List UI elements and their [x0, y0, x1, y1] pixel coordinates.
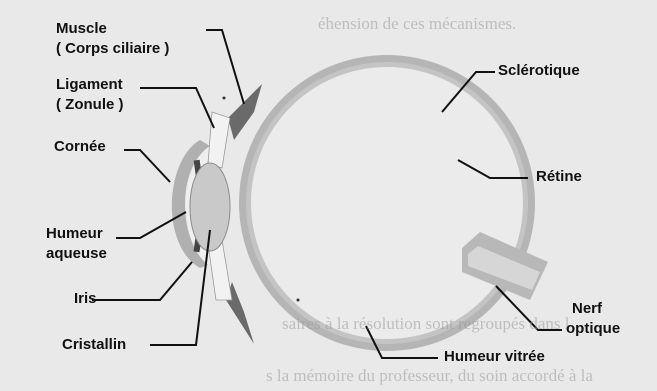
- label-humeur-aqueuse-2: aqueuse: [46, 245, 107, 263]
- label-ligament-sub: ( Zonule ): [56, 96, 124, 114]
- label-iris: Iris: [74, 290, 97, 308]
- label-muscle: Muscle: [56, 20, 107, 38]
- leader-iris: [92, 262, 192, 300]
- label-muscle-sub: ( Corps ciliaire ): [56, 40, 169, 58]
- leader-ligament: [140, 88, 214, 128]
- bleed-text-top: éhension de ces mécanismes.: [318, 14, 516, 34]
- label-retine: Rétine: [536, 168, 582, 186]
- leader-cornee: [124, 150, 170, 182]
- leader-muscle: [206, 30, 244, 104]
- label-cristallin: Cristallin: [62, 336, 126, 354]
- label-humeur-vitree: Humeur vitrée: [444, 348, 545, 366]
- bleed-text-bottom-2: s la mémoire du professeur, du soin acco…: [266, 366, 593, 386]
- label-humeur-aqueuse-1: Humeur: [46, 225, 103, 243]
- dot: [297, 299, 300, 302]
- label-sclerotique: Sclérotique: [498, 62, 580, 80]
- label-ligament: Ligament: [56, 76, 123, 94]
- label-nerf-1: Nerf: [572, 300, 602, 318]
- vitreous-body: [251, 67, 523, 339]
- bleed-text-bottom-1: saires à la résolution sont regroupés da…: [282, 314, 570, 334]
- label-cornee: Cornée: [54, 138, 106, 156]
- label-nerf-2: optique: [566, 320, 620, 338]
- ciliary-muscle-upper: [228, 84, 262, 140]
- dot: [223, 97, 226, 100]
